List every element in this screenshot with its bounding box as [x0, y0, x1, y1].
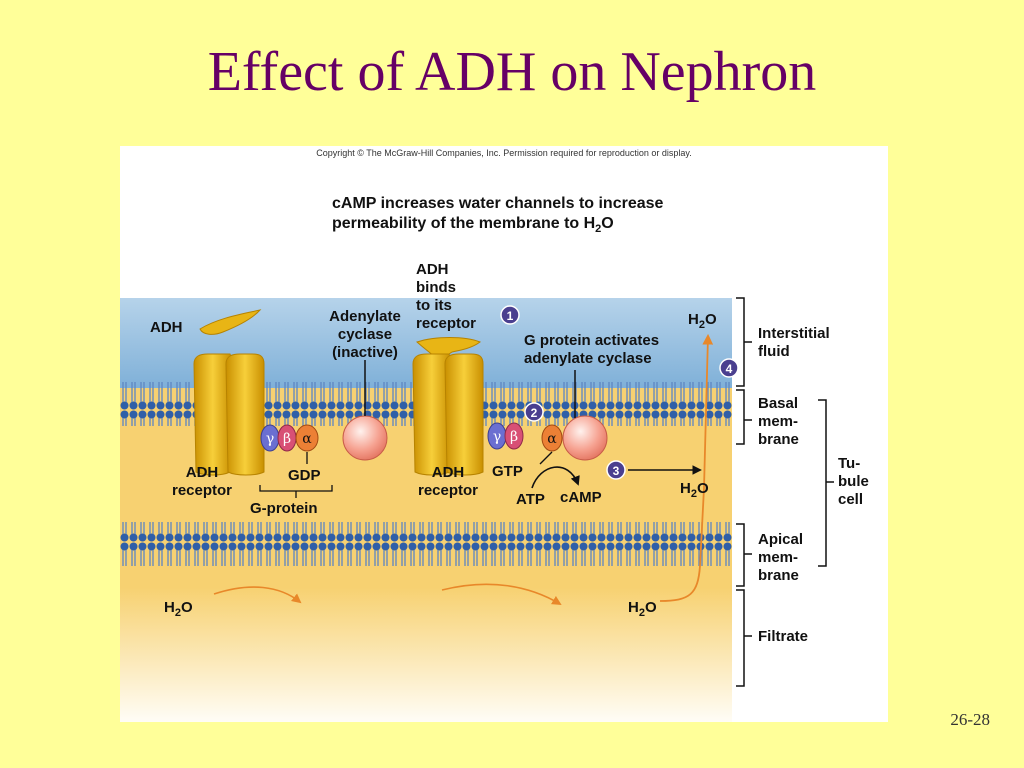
alpha-label-right: α: [547, 431, 557, 447]
water-path-arrow: [659, 333, 714, 602]
apical-label-1: Apical: [758, 531, 803, 548]
beta-label-left: β: [283, 431, 291, 447]
interstitial-label-1: Interstitial: [758, 325, 830, 342]
gamma-label-left: γ: [266, 431, 274, 447]
adenylate-cyclase-inactive: [342, 415, 388, 461]
interstitial-label-2: fluid: [758, 343, 790, 360]
step-3-number: 3: [613, 464, 620, 478]
basal-label-3: brane: [758, 431, 799, 448]
adh-receptor-label-right-2: receptor: [418, 482, 478, 499]
adh-receptor-label-left-2: receptor: [172, 482, 232, 499]
caption-line-1: cAMP increases water channels to increas…: [332, 195, 664, 212]
basal-label-2: mem-: [758, 413, 798, 430]
apical-label-2: mem-: [758, 549, 798, 566]
step-2-number: 2: [531, 406, 538, 420]
filtrate-bracket: [736, 589, 745, 687]
gprotein-label: G-protein: [250, 500, 318, 517]
water-label-filtrate-right: H2O: [628, 599, 657, 619]
apical-label-3: brane: [758, 567, 799, 584]
tubule-label-1: Tu-: [838, 455, 860, 472]
gprotein-activates-label-1: G protein activates: [524, 332, 659, 349]
adh-label-left: ADH: [150, 319, 183, 336]
step-1-badge: [500, 305, 520, 325]
tubule-label-3: cell: [838, 491, 863, 508]
adenylate-label-2: cyclase: [338, 326, 392, 343]
atp-to-camp-arrow: [531, 466, 580, 489]
adh-receptor-label-right-1: ADH: [432, 464, 465, 481]
filtrate-region: [120, 588, 732, 722]
step-1-number: 1: [507, 309, 514, 323]
gprotein-alpha-left: [295, 424, 319, 452]
step-4-badge: [719, 358, 739, 378]
step-4-number: 4: [726, 362, 733, 376]
alpha-label-left: α: [302, 431, 312, 447]
step-3-badge: [606, 460, 626, 480]
filtrate-flow-arrow-2: [441, 583, 562, 605]
gprotein-alpha-right: [541, 424, 563, 452]
camp-label: cAMP: [560, 489, 602, 506]
slide-number: 26-28: [950, 710, 990, 729]
adenylate-cyclase-active: [562, 415, 608, 461]
binds-label-2: binds: [416, 279, 456, 296]
tubule-cell-bracket: [818, 399, 827, 567]
gtp-label: GTP: [492, 463, 523, 480]
gprotein-beta-right: [504, 422, 524, 450]
filtrate-label: Filtrate: [758, 628, 808, 645]
step-2-badge: [524, 402, 544, 422]
adh-molecule-left: [199, 309, 262, 335]
water-label-filtrate-left: H2O: [164, 599, 193, 619]
apical-membrane: [120, 522, 732, 566]
gamma-label-right: γ: [493, 429, 501, 445]
basal-bracket: [736, 389, 745, 445]
atp-label: ATP: [516, 491, 545, 508]
binds-label-4: receptor: [416, 315, 476, 332]
water-label-cell: H2O: [680, 480, 709, 500]
water-label-top: H2O: [688, 311, 717, 331]
filtrate-flow-arrow-1: [213, 586, 302, 604]
adh-receptor-left: [193, 353, 265, 476]
caption-line-2: permeability of the membrane to H2O: [332, 215, 614, 235]
adenylate-label-3: (inactive): [332, 344, 398, 361]
adh-nephron-figure: Copyright © The McGraw-Hill Companies, I…: [120, 146, 888, 722]
adh-receptor-label-left-1: ADH: [186, 464, 219, 481]
slide-title: Effect of ADH on Nephron: [207, 41, 817, 103]
apical-bracket: [736, 523, 745, 587]
adenylate-label-1: Adenylate: [329, 308, 401, 325]
binds-label-1: ADH: [416, 261, 449, 278]
figure-svg: Copyright © The McGraw-Hill Companies, I…: [120, 148, 869, 722]
gprotein-activates-label-2: adenylate cyclase: [524, 350, 652, 367]
basal-label-1: Basal: [758, 395, 798, 412]
copyright-notice: Copyright © The McGraw-Hill Companies, I…: [316, 148, 691, 158]
adh-receptor-right: [412, 353, 484, 476]
beta-label-right: β: [510, 429, 518, 445]
gdp-label: GDP: [288, 467, 321, 484]
tubule-label-2: bule: [838, 473, 869, 490]
binds-label-3: to its: [416, 297, 452, 314]
